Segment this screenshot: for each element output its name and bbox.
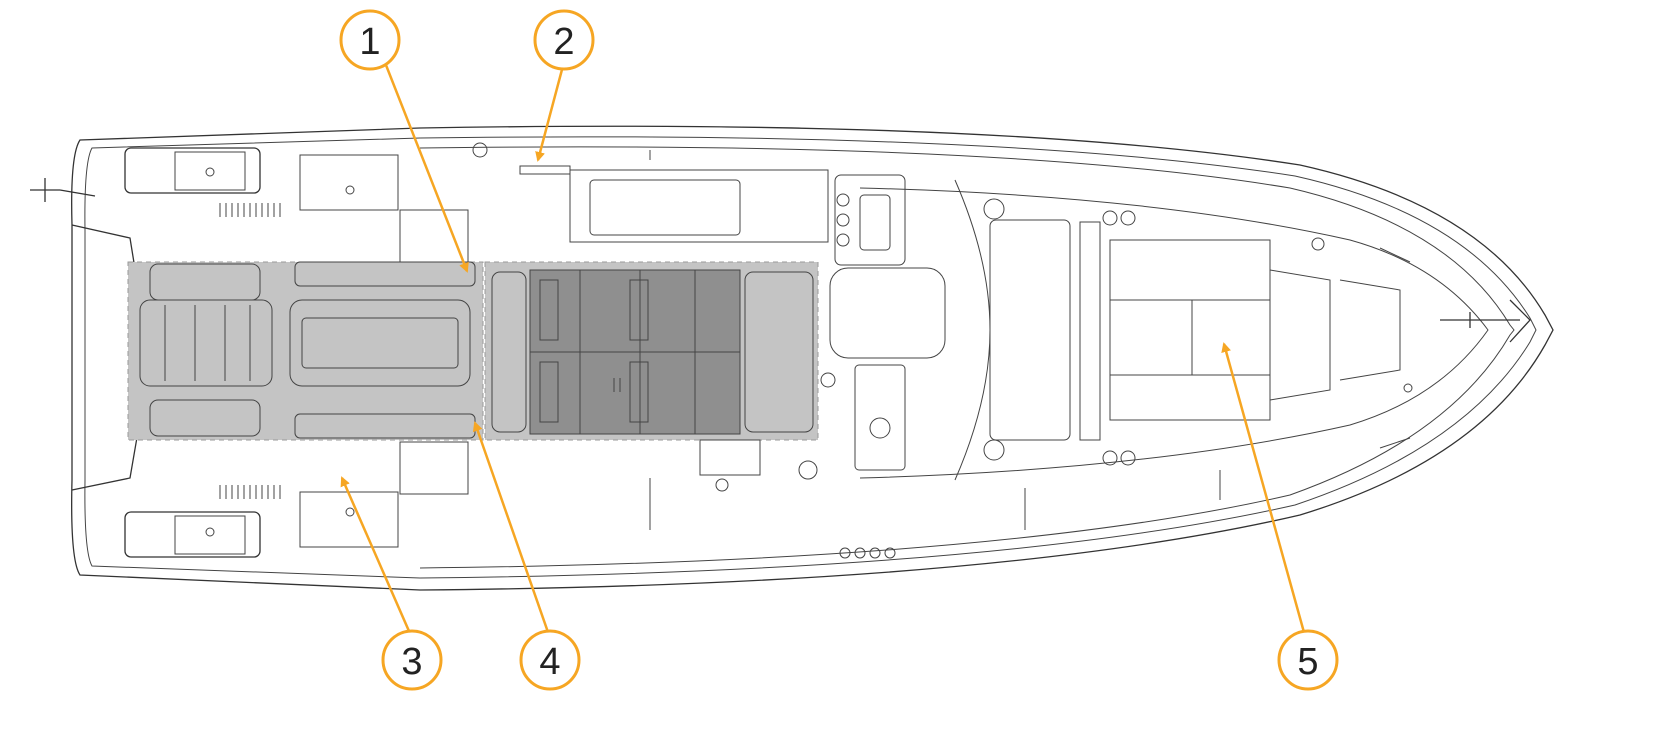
deck-fittings [472,142,1221,559]
mid-seat-cushion-a [539,279,559,341]
drain-icon-top [205,167,215,177]
bow-cabin-outline [954,179,991,481]
hatch-lid-bottom [174,515,246,555]
mid-backrest-fwd [744,271,814,433]
bow-fitting-icon-bottom [1403,383,1413,393]
lower-locker [699,439,761,476]
display-screen-icon [859,194,891,251]
latch-icon-bottom [345,507,355,517]
leader-4 [472,421,552,639]
bow-sunpad-seams [1110,299,1270,376]
cup-holder-icon [869,417,891,439]
gauge-icon-3 [836,233,850,247]
dash-panel [589,179,741,236]
mid-handle-icon [613,378,621,392]
lower-locker-latch-icon [715,478,729,492]
cockpit-table-top [301,317,459,369]
callout-2: 2 [533,9,595,71]
fitting-icon-2 [854,547,866,559]
cleat-icon-4 [1120,450,1136,466]
latch-icon-top [345,185,355,195]
callout-leaders [340,59,1307,639]
transom [30,147,261,558]
aft-seating-area [127,261,484,441]
mid-seat-cushion-c [539,361,559,423]
leader-2 [535,61,566,162]
callout-5-label: 5 [1297,641,1318,683]
aft-bench-cushions [164,305,251,381]
hull-inner [84,136,1537,579]
callout-5: 5 [1277,629,1339,691]
helm-locker [854,364,906,471]
bow-area [954,179,1531,481]
bow-rail-top [1379,247,1411,263]
mid-seating-area [484,261,819,441]
bow-sunpad [1109,239,1271,421]
bow-anchor-icon [1440,299,1531,343]
mid-seat-dividers [530,270,740,434]
gauge-icon-2 [836,213,850,227]
hull [71,125,1554,591]
drain-icon-bottom [205,527,215,537]
cockpit-table [289,299,471,387]
gunwale-line [419,146,1515,569]
engine-hatch-top [124,147,261,194]
side-cushion-top [294,261,476,287]
callout-4: 4 [519,629,581,691]
mid-seat-cushion-d [629,361,649,423]
mid-seat-cushion-b [629,279,649,341]
vent-bottom [219,485,281,499]
engine-hatch-bottom [124,511,261,558]
rail-top [519,165,571,175]
hatch-icon-bow [983,198,1005,220]
storage-lid-top [299,154,399,211]
wheel-icon [798,460,818,480]
bow-sunpad-taper [1269,269,1331,401]
cleat-icon-3 [1102,450,1118,466]
callout-3: 3 [381,629,443,691]
aft-seating-highlight [127,261,484,441]
anchor-locker [1339,279,1401,381]
bow-fitting-icon-top [1311,237,1325,251]
helm-area [569,169,946,492]
stern-cleat-icon [30,178,96,202]
throttle-icon [820,372,836,388]
aft-seat-top [149,263,261,301]
cleat-icon-2 [1120,210,1136,226]
callout-4-label: 4 [539,641,560,683]
side-locker-bottom [399,441,469,495]
bow-seat-aft [989,219,1071,441]
fitting-icon-4 [884,547,896,559]
deck-line [859,187,1489,479]
callout-3-label: 3 [401,641,422,683]
aft-seat-bottom [149,399,261,437]
mid-backrest-aft [491,271,527,433]
fitting-icon-3 [869,547,881,559]
hull-outer [71,125,1554,591]
helm-seat-passage [829,267,946,359]
walkway-seams [649,150,1221,530]
cleat-icon-1 [1102,210,1118,226]
helm-console [834,174,906,266]
storage-lid-bottom [299,491,399,548]
callout-2-label: 2 [553,21,574,63]
callout-1: 1 [339,9,401,71]
leader-5 [1221,342,1307,637]
hatch-lid-top [174,151,246,191]
vents [219,203,281,499]
side-locker-top [399,209,469,263]
bow-seat-divider [1079,221,1101,441]
hatch-icon-bow-2 [983,439,1005,461]
bow-rail-bottom [1379,437,1411,449]
leader-3 [340,476,414,639]
fitting-icon-1 [839,547,851,559]
windscreen-frame [569,169,829,243]
fender-icon-top [472,142,488,158]
vent-top [219,203,281,217]
gauge-icon-1 [836,193,850,207]
callout-1-label: 1 [359,21,380,63]
leader-1 [382,59,469,273]
